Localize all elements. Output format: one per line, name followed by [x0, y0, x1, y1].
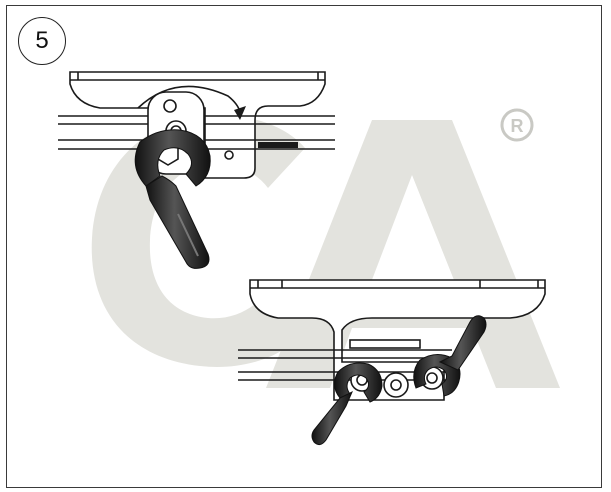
watermark-registered-mark: R: [511, 116, 524, 136]
open-end-wrench-icon: [134, 129, 211, 269]
upper-wrench-handle: [145, 175, 210, 269]
upper-wrench-head: [134, 129, 211, 187]
upper-mounting-plate: [69, 71, 326, 179]
rail-dark-segment: [258, 142, 298, 148]
rotation-arrow-icon: [137, 85, 241, 113]
lower-wrench-right: [413, 315, 487, 397]
step-number-badge: 5: [18, 17, 66, 65]
lower-mounting-plate: [249, 279, 546, 401]
upper-detail: [58, 71, 335, 179]
watermark-registered-circle: [500, 108, 534, 142]
lower-wrench-left: [311, 362, 383, 446]
clamp-hole-top: [163, 99, 177, 113]
lower-detail: [238, 279, 546, 401]
